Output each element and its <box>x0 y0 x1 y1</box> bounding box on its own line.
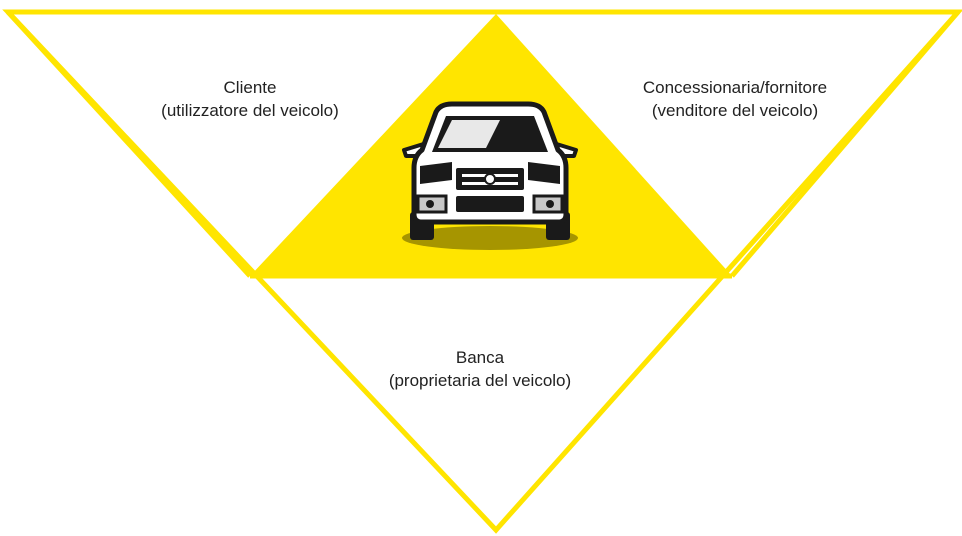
cliente-name: Cliente <box>223 78 277 97</box>
car-front-icon <box>402 101 578 250</box>
cliente-label: Cliente (utilizzatore del veicolo) <box>120 76 380 122</box>
banca-label: Banca (proprietaria del veicolo) <box>345 346 615 392</box>
banca-name: Banca <box>455 348 505 367</box>
concessionaria-label: Concessionaria/fornitore (venditore del … <box>600 76 870 122</box>
left-inner-edge <box>6 10 252 278</box>
concessionaria-name: Concessionaria/fornitore <box>642 78 828 97</box>
right-inner-edge <box>730 10 960 278</box>
concessionaria-role: (venditore del veicolo) <box>651 101 819 120</box>
cliente-role: (utilizzatore del veicolo) <box>161 101 339 120</box>
outer-triangle-outline <box>2 9 962 534</box>
banca-role: (proprietaria del veicolo) <box>388 371 572 390</box>
